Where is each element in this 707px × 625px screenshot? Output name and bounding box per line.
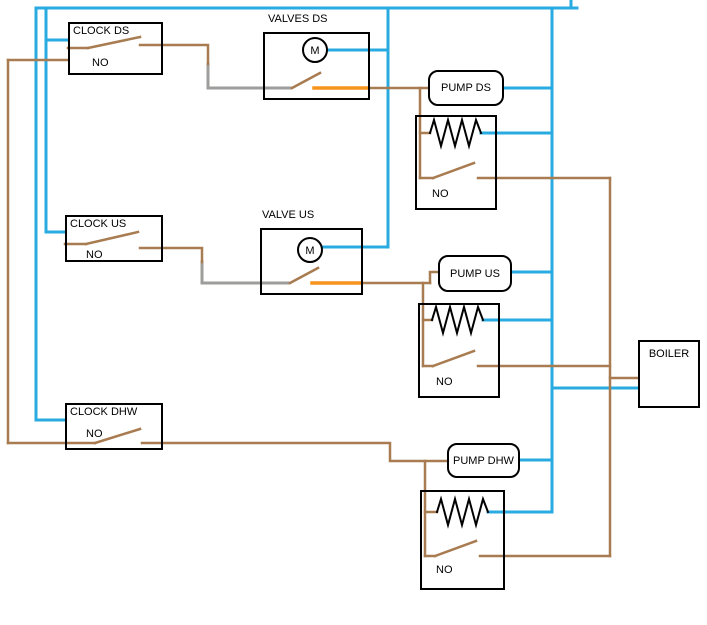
valve-us-switch-blade xyxy=(288,266,320,285)
valve-us-motor-label: M xyxy=(305,245,314,257)
pump-us-box: PUMP US xyxy=(438,255,512,292)
valve-ds-switch-blade xyxy=(290,71,322,90)
valve-ds-box xyxy=(263,32,370,100)
brown-wires xyxy=(6,35,640,558)
clock-us-no-label: NO xyxy=(86,249,103,261)
blue-wires xyxy=(34,0,640,514)
clock-ds-label: CLOCK DS xyxy=(73,25,130,37)
gray-wires xyxy=(200,62,292,285)
relay-us-coil xyxy=(430,303,485,337)
boiler-label: BOILER xyxy=(648,348,690,360)
clock-dhw-box xyxy=(65,403,163,450)
clock-us-switch-blade xyxy=(84,230,140,246)
relay-dhw-contact-blade xyxy=(433,539,478,558)
relay-ds-contact-blade xyxy=(431,161,476,180)
clock-us-box xyxy=(65,215,163,262)
pump-dhw-box: PUMP DHW xyxy=(447,443,520,478)
clock-ds-switch-blade xyxy=(86,35,142,50)
relay-us-no-label: NO xyxy=(436,376,453,388)
clock-dhw-out-wire xyxy=(140,441,449,463)
relay-dhw-box xyxy=(420,490,505,590)
valve-us-box xyxy=(260,228,363,295)
clock-ds-box xyxy=(68,22,163,75)
valve-us-label: VALVE US xyxy=(262,209,315,221)
valve-us-motor-icon xyxy=(297,237,323,263)
clock-dhw-switch-blade xyxy=(93,427,142,445)
relay-ds-no-label: NO xyxy=(432,188,449,200)
pump-dhw-label: PUMP DHW xyxy=(453,454,514,467)
clock-ds-no-label: NO xyxy=(92,57,109,69)
valve-ds-motor-icon xyxy=(302,37,328,63)
pump-us-in-wire xyxy=(428,270,440,285)
valve-us-lead-wire xyxy=(200,260,290,285)
relay-us-contact-blade xyxy=(431,349,476,368)
relay-coils xyxy=(428,116,490,529)
valve-ds-label: VALVES DS xyxy=(268,13,328,25)
valve-motors: M M xyxy=(297,37,328,263)
relay-ds-coil xyxy=(428,116,483,150)
valve-ds-lead-wire xyxy=(206,62,292,90)
relay-us-box xyxy=(418,303,500,398)
pump-ds-label: PUMP DS xyxy=(441,82,491,94)
valve-ds-motor-label: M xyxy=(310,45,319,57)
relay-ds-box xyxy=(415,115,497,210)
orange-wires xyxy=(310,86,370,285)
relay-dhw-no-label: NO xyxy=(436,564,453,576)
relay-dhw-coil xyxy=(435,495,490,529)
clock-us-out-wire xyxy=(138,246,204,264)
clock-us-label: CLOCK US xyxy=(70,218,127,230)
clock-dhw-no-label: NO xyxy=(86,428,103,440)
boiler-box xyxy=(638,340,700,408)
pump-ds-box: PUMP DS xyxy=(428,70,504,106)
clock-dhw-label: CLOCK DHW xyxy=(70,406,138,418)
pump-us-label: PUMP US xyxy=(450,267,500,280)
